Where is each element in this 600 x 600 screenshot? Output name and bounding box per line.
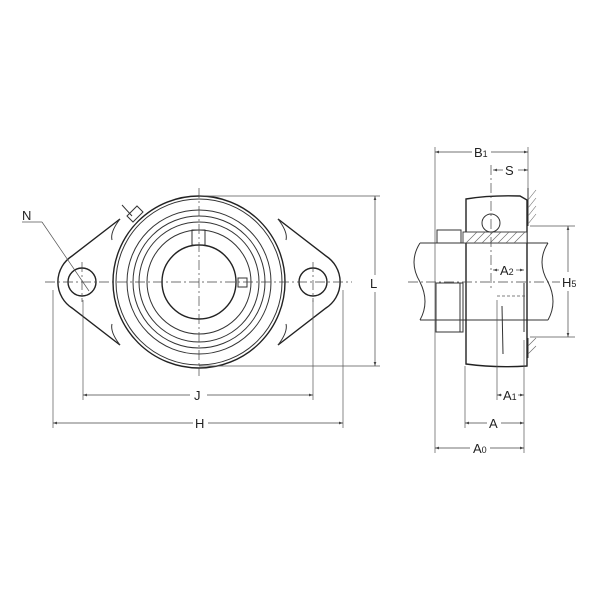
grease-fitting-icon <box>121 204 144 223</box>
label-A1: A1 <box>503 388 517 403</box>
front-view: N J H L <box>22 188 380 431</box>
label-A2: A2 <box>500 263 514 278</box>
label-H5: H5 <box>562 275 576 290</box>
label-B1: B1 <box>474 145 488 160</box>
label-J: J <box>194 388 201 403</box>
label-L: L <box>370 276 377 291</box>
label-A0: A0 <box>473 441 487 456</box>
label-H: H <box>195 416 204 431</box>
label-N: N <box>22 208 31 223</box>
label-A: A <box>489 416 498 431</box>
housing-side <box>465 195 528 368</box>
side-view: B1 S A2 H5 A1 A A0 <box>408 145 576 456</box>
label-S: S <box>505 163 514 178</box>
